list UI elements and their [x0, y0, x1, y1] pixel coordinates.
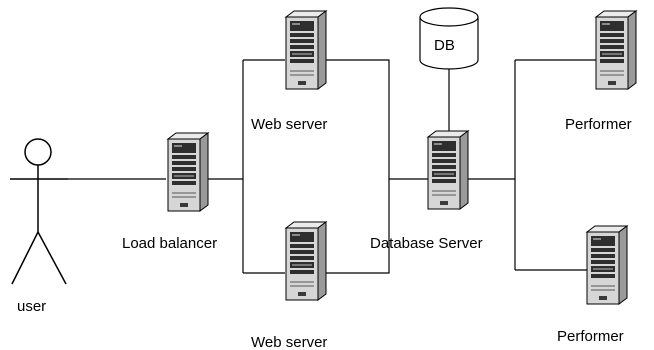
performer-top-label: Performer — [565, 116, 632, 133]
performer-bottom-label: Performer — [557, 328, 624, 345]
db-cylinder-icon — [419, 7, 479, 70]
db-label: DB — [434, 37, 455, 54]
performer-top-server-icon — [595, 10, 637, 90]
user-icon — [10, 138, 68, 285]
web-server-bottom-label: Web server — [251, 334, 327, 350]
web-server-top-label: Web server — [251, 116, 327, 133]
web-server-top-server-icon — [285, 10, 327, 90]
connector-webserver-top-right — [326, 59, 390, 274]
web-server-bottom-server-icon — [285, 221, 327, 301]
load-balancer-label: Load balancer — [122, 235, 217, 252]
user-label: user — [17, 298, 46, 315]
database-server-icon — [427, 130, 469, 210]
database-server-label: Database Server — [370, 235, 483, 252]
connectors — [68, 59, 596, 274]
load-balancer-server-icon — [167, 132, 209, 212]
performer-bottom-server-icon — [586, 225, 628, 305]
